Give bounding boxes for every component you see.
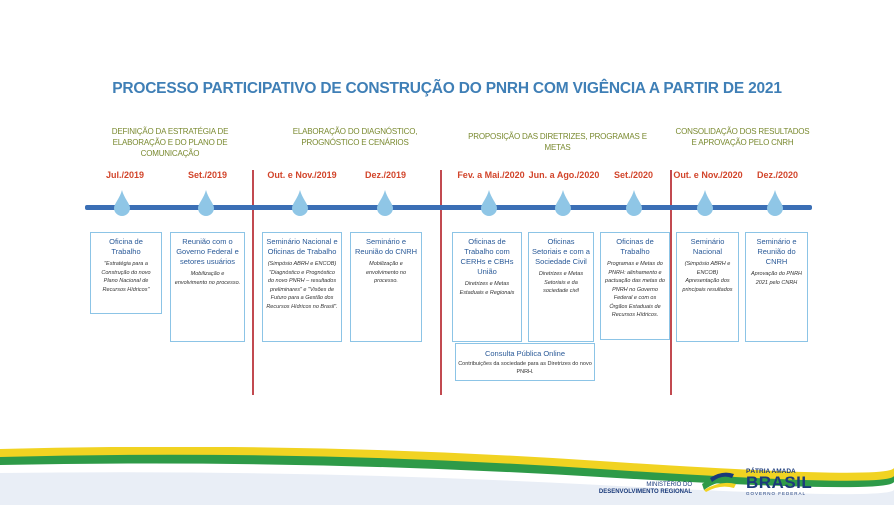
phase-header-line: DEFINIÇÃO DA ESTRATÉGIA DE bbox=[111, 127, 229, 136]
phase-header-line: E APROVAÇÃO PELO CNRH bbox=[691, 138, 794, 147]
event-card: Oficinas de Trabalho com CERHs e CBHs Un… bbox=[452, 232, 522, 342]
event-card-body: Mobilização e envolvimento no processo. bbox=[365, 261, 407, 284]
phase-header-line: CONSOLIDAÇÃO DOS RESULTADOS bbox=[675, 127, 810, 136]
event-card: Seminário Nacional e Oficinas de Trabalh… bbox=[262, 232, 342, 342]
event-card-body: "Estratégia para a Construção do novo Pl… bbox=[101, 261, 151, 293]
water-drop-icon bbox=[555, 190, 571, 216]
timeline-bar bbox=[85, 205, 812, 210]
event-card: Oficina de Trabalho "Estratégia para a C… bbox=[90, 232, 162, 314]
event-card: Seminário e Reunião do CNRH Aprovação do… bbox=[745, 232, 808, 342]
ministry-label: MINISTÉRIO DO DESENVOLVIMENTO REGIONAL bbox=[590, 482, 692, 496]
phase-header-3: PROPOSIÇÃO DAS DIRETRIZES, PROGRAMAS E M… bbox=[460, 131, 655, 153]
event-card: Oficinas de Trabalho Programas e Metas d… bbox=[600, 232, 670, 340]
ministry-line: MINISTÉRIO DO bbox=[646, 482, 692, 488]
consulta-title: Consulta Pública Online bbox=[484, 349, 566, 358]
event-card: Seminário e Reunião do CNRH Mobilização … bbox=[350, 232, 422, 342]
date-label: Set./2019 bbox=[187, 170, 228, 180]
phase-header-line: PROPOSIÇÃO DAS DIRETRIZES, PROGRAMAS E M… bbox=[468, 132, 647, 152]
date-label: Jun. a Ago./2020 bbox=[528, 170, 600, 180]
event-card-body: Mobilização e envolvimento no processo. bbox=[174, 271, 241, 286]
phase-header-line: ELABORAÇÃO DO DIAGNÓSTICO, bbox=[292, 127, 418, 136]
ministry-line: DESENVOLVIMENTO REGIONAL bbox=[598, 489, 692, 495]
date-label: Out. e Nov./2019 bbox=[267, 170, 337, 180]
consulta-publica-card: Consulta Pública Online Contribuições da… bbox=[455, 343, 595, 381]
date-label: Out. e Nov./2020 bbox=[673, 170, 743, 180]
phase-header-line: PROGNÓSTICO E CENÁRIOS bbox=[301, 138, 409, 147]
date-label: Dez./2020 bbox=[756, 170, 799, 180]
event-card-body: (Simpósio ABRH e ENCOB) Apresentação dos… bbox=[682, 261, 733, 293]
event-card-body: (Simpósio ABRH e ENCOB) "Diagnóstico e P… bbox=[266, 261, 338, 310]
brand-line: GOVERNO FEDERAL bbox=[746, 491, 807, 496]
event-card-title: Reunião com o Governo Federal e setores … bbox=[176, 237, 239, 266]
brand-line: PÁTRIA AMADA bbox=[746, 468, 796, 475]
water-drop-icon bbox=[114, 190, 130, 216]
phase-header-1: DEFINIÇÃO DA ESTRATÉGIA DE ELABORAÇÃO E … bbox=[90, 126, 250, 159]
brand-logo: PÁTRIA AMADA BRASIL GOVERNO FEDERAL bbox=[746, 468, 812, 496]
event-card-body: Diretrizes e Metas Estaduais e Regionais bbox=[459, 281, 515, 296]
date-label: Jul./2019 bbox=[105, 170, 145, 180]
event-card-body: Aprovação do PNRH 2021 pelo CNRH bbox=[750, 271, 803, 286]
brand-line: BRASIL bbox=[746, 473, 813, 492]
water-drop-icon bbox=[198, 190, 214, 216]
event-card-title: Oficinas Setoriais e com a Sociedade Civ… bbox=[532, 237, 590, 266]
water-drop-icon bbox=[292, 190, 308, 216]
event-card-title: Seminário Nacional e Oficinas de Trabalh… bbox=[266, 237, 338, 256]
phase-separator bbox=[440, 170, 442, 395]
water-drop-icon bbox=[767, 190, 783, 216]
water-drop-icon bbox=[626, 190, 642, 216]
event-card-body: Diretrizes e Metas Setoriais e da socied… bbox=[538, 271, 584, 294]
date-label: Dez./2019 bbox=[364, 170, 407, 180]
consulta-body: Contribuições da sociedade para as Diret… bbox=[458, 361, 592, 375]
date-label: Set./2020 bbox=[613, 170, 654, 180]
date-label: Fev. a Mai./2020 bbox=[457, 170, 525, 180]
event-card-body: Programas e Metas do PNRH: alinhamento e… bbox=[605, 261, 665, 318]
event-card-title: Oficina de Trabalho bbox=[109, 237, 143, 256]
water-drop-icon bbox=[377, 190, 393, 216]
event-card: Reunião com o Governo Federal e setores … bbox=[170, 232, 245, 342]
footer-band bbox=[0, 447, 894, 505]
event-card: Seminário Nacional (Simpósio ABRH e ENCO… bbox=[676, 232, 739, 342]
page-title: PROCESSO PARTICIPATIVO DE CONSTRUÇÃO DO … bbox=[112, 80, 782, 97]
event-card-title: Oficinas de Trabalho bbox=[616, 237, 654, 256]
phase-header-2: ELABORAÇÃO DO DIAGNÓSTICO, PROGNÓSTICO E… bbox=[280, 126, 430, 148]
water-drop-icon bbox=[481, 190, 497, 216]
event-card-title: Seminário e Reunião do CNRH bbox=[756, 237, 797, 266]
phase-separator bbox=[670, 170, 672, 395]
phase-header-4: CONSOLIDAÇÃO DOS RESULTADOS E APROVAÇÃO … bbox=[675, 126, 810, 148]
brasil-flag-logo-icon bbox=[702, 472, 738, 492]
phase-header-line: ELABORAÇÃO E DO PLANO DE COMUNICAÇÃO bbox=[112, 138, 228, 158]
event-card-title: Seminário e Reunião do CNRH bbox=[354, 237, 418, 256]
event-card-title: Seminário Nacional bbox=[690, 237, 725, 256]
phase-separator bbox=[252, 170, 254, 395]
water-drop-icon bbox=[697, 190, 713, 216]
event-card-title: Oficinas de Trabalho com CERHs e CBHs Un… bbox=[460, 237, 514, 276]
event-card: Oficinas Setoriais e com a Sociedade Civ… bbox=[528, 232, 594, 342]
